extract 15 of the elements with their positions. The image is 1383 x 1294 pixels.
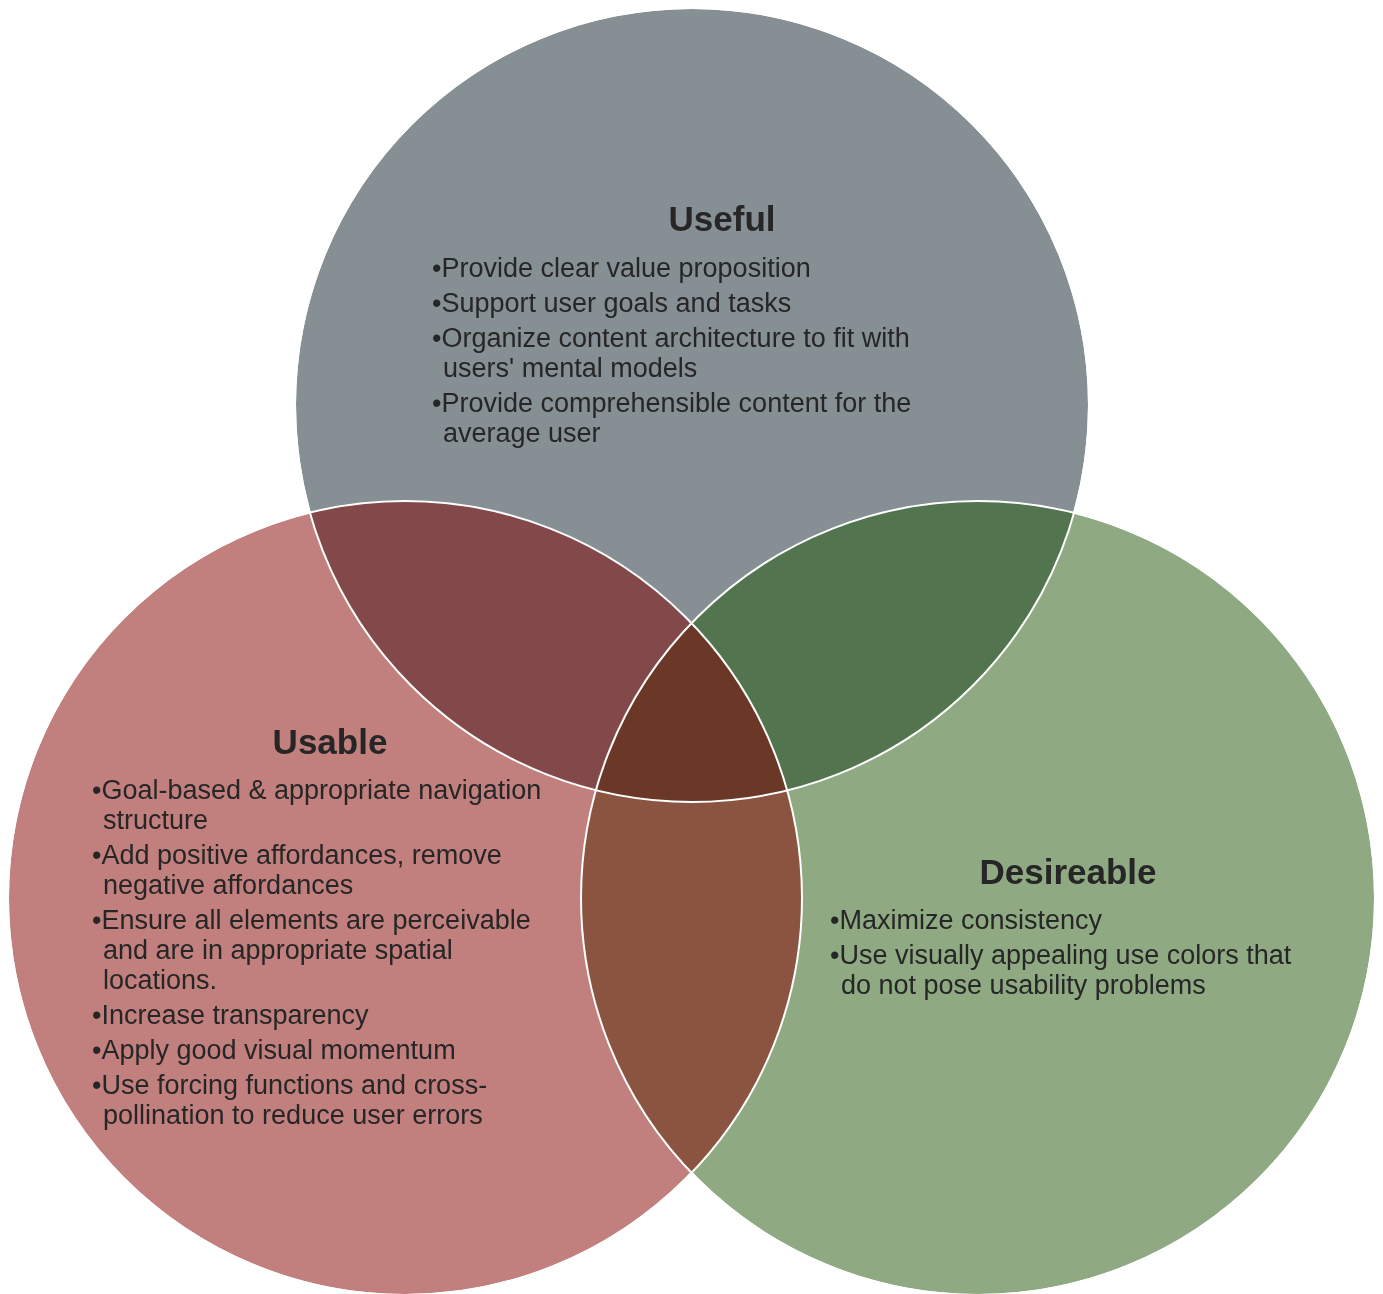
circle-heading: Useful	[667, 199, 777, 239]
bullet-item: •Maximize consistency	[830, 905, 1104, 935]
bullet-item: •Organize content architecture to fit with users' mental models	[432, 323, 911, 383]
bullet-item: •Apply good visual momentum	[92, 1035, 457, 1065]
bullet-item: •Use forcing functions and cross-pollination to reduce user errors	[92, 1070, 489, 1130]
bullet-item: •Increase transparency	[92, 1000, 370, 1030]
bullet-item: •Goal-based & appropriate navigation structure	[92, 775, 543, 835]
bullet-item: •Provide comprehensible content for the average user	[432, 388, 913, 448]
bullet-item: •Support user goals and tasks	[432, 288, 793, 318]
bullet-item: •Ensure all elements are perceivable and are in appropriate spatial locations.	[92, 905, 532, 995]
bullet-item: •Add positive affordances, remove negative affordances	[92, 840, 503, 900]
bullet-item: •Provide clear value proposition	[432, 253, 812, 283]
circle-heading: Desireable	[978, 852, 1158, 892]
bullet-item: •Use visually appealing use colors that do not pose usability problems	[830, 940, 1293, 1000]
circle-heading: Usable	[271, 722, 389, 762]
